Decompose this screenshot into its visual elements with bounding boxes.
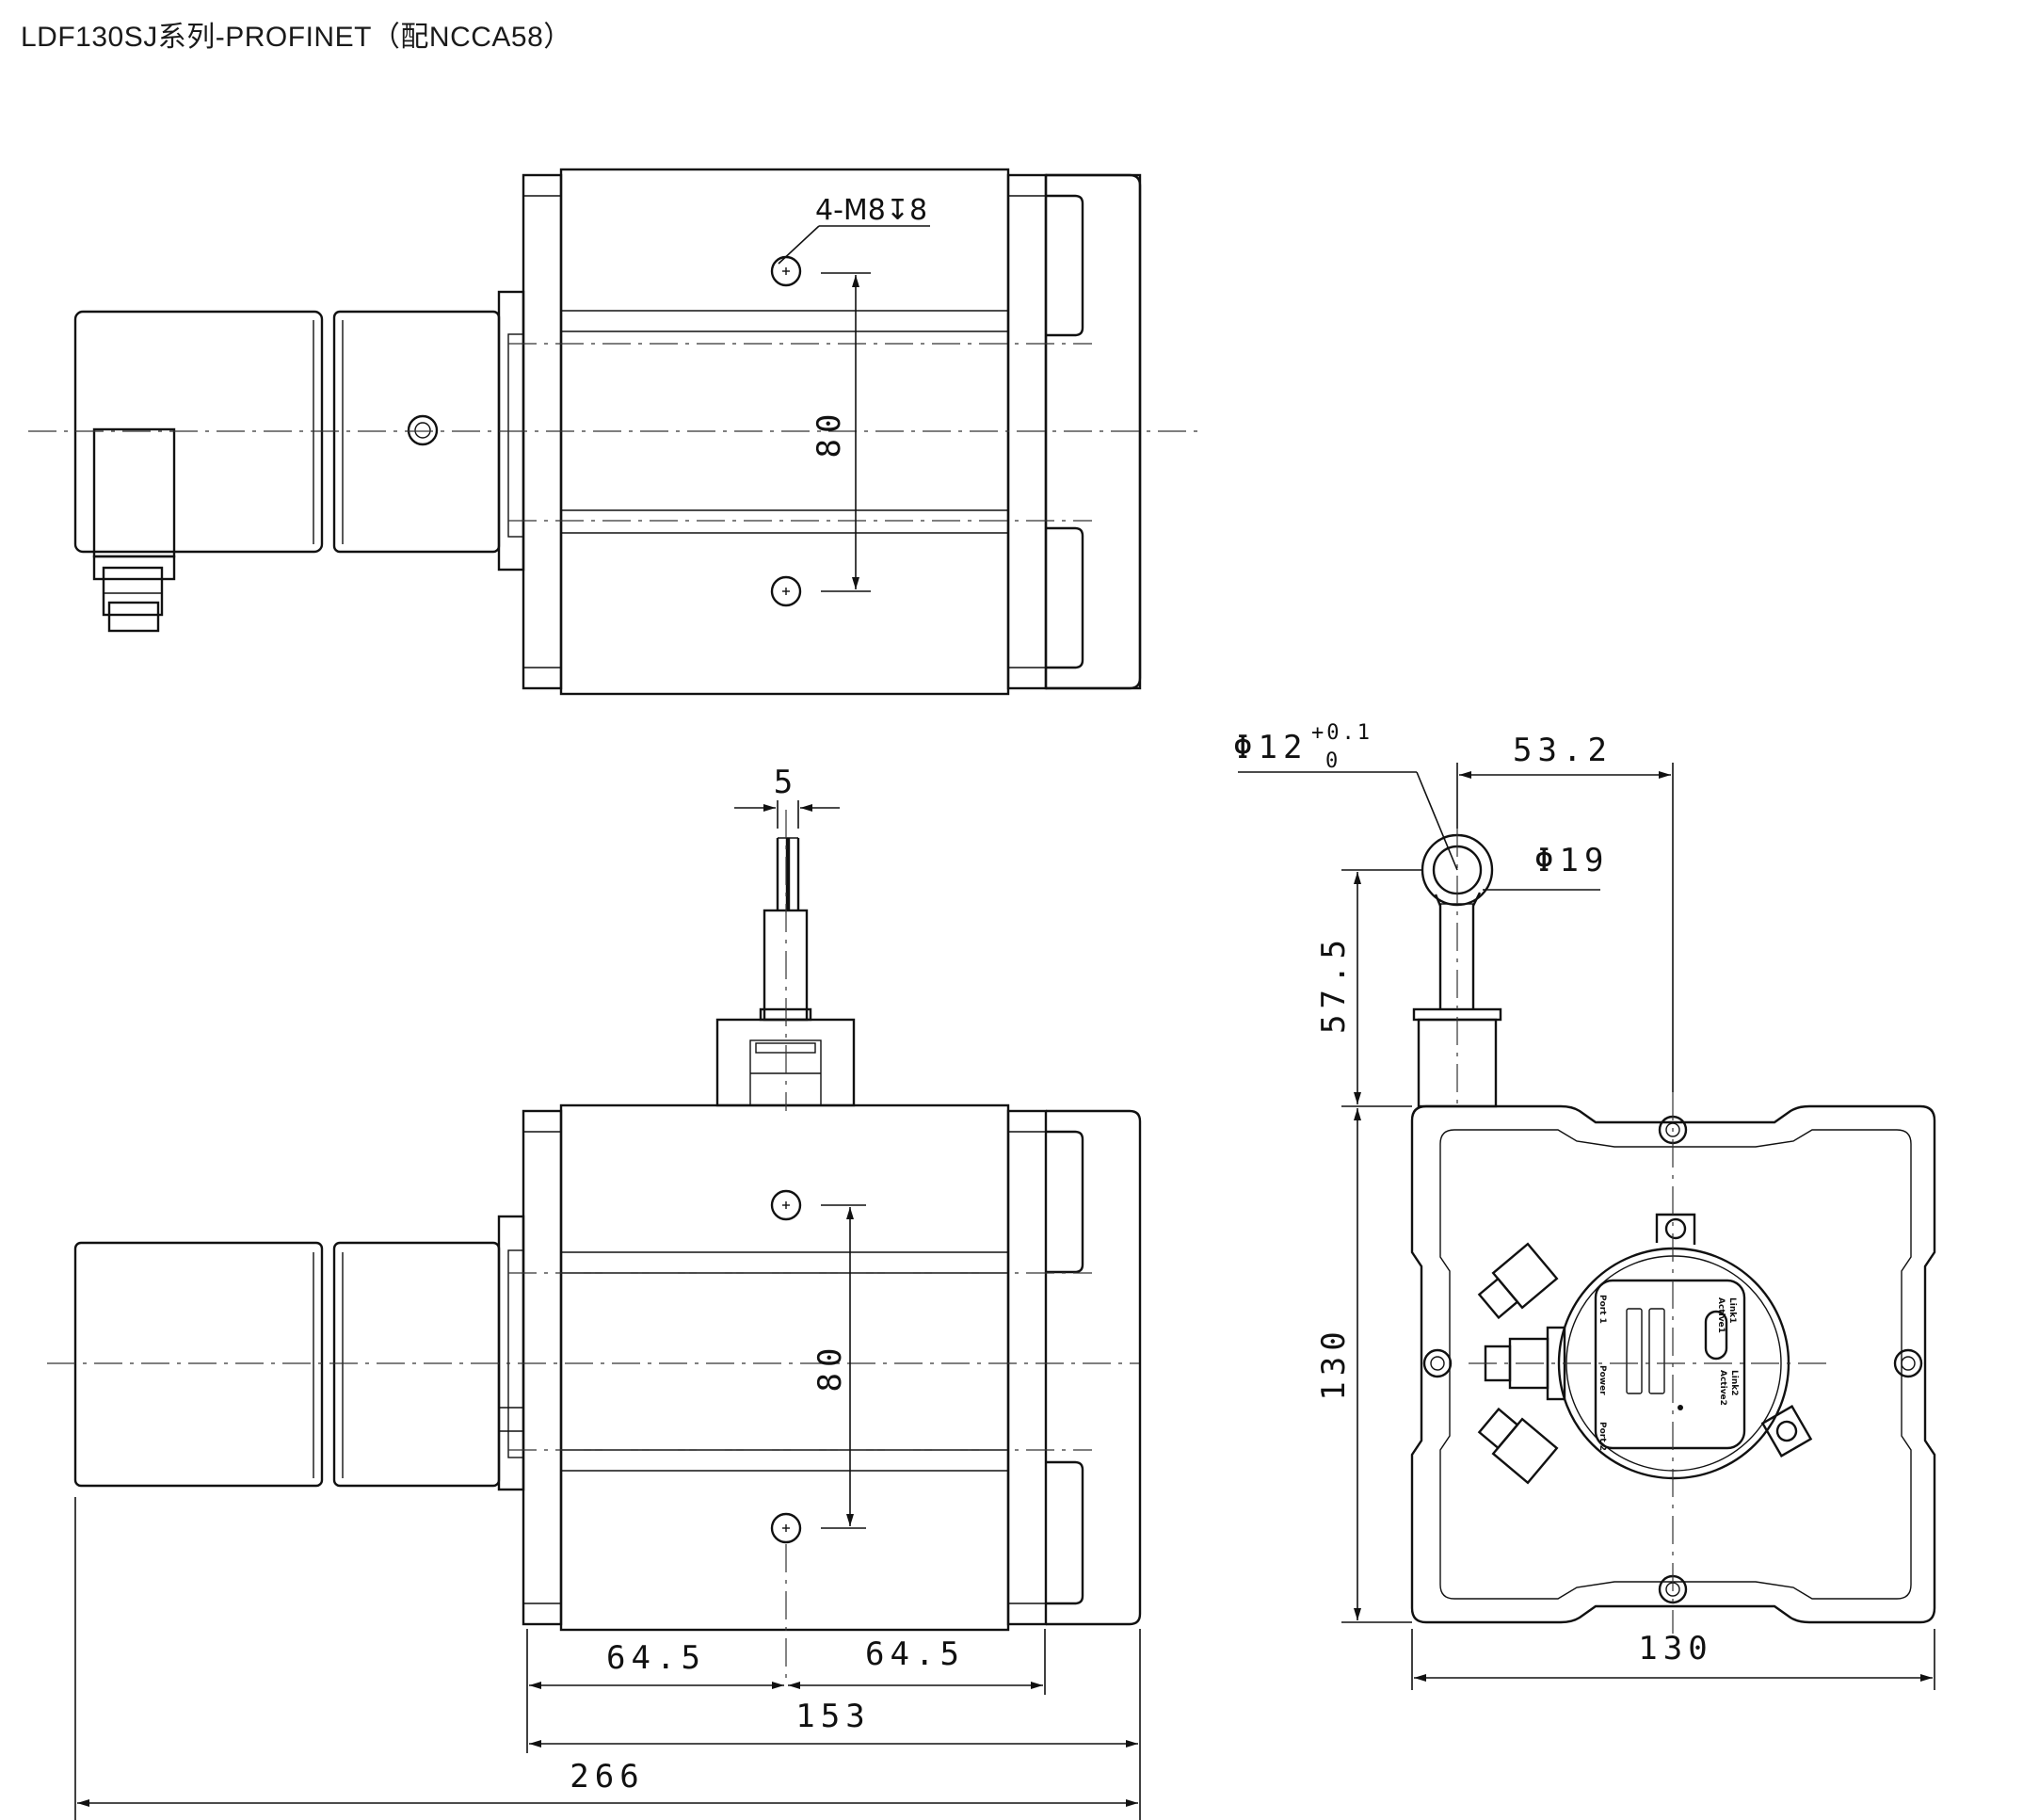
- hole-tol-lower-label: 0: [1325, 749, 1341, 773]
- hole-offset-label: 53.2: [1513, 732, 1613, 769]
- cable-width-label: 5: [774, 764, 798, 801]
- label-active1: Active1: [1716, 1297, 1726, 1333]
- side-height-label: 130: [1315, 1326, 1353, 1400]
- left-half-label: 64.5: [606, 1639, 706, 1677]
- hole-diameter-label: Φ12: [1233, 729, 1308, 766]
- label-link1: Link1: [1727, 1297, 1737, 1323]
- label-link2: Link2: [1729, 1370, 1739, 1395]
- side-view: Port 1 Power Port 2 Link1 Active1 Link2 …: [1233, 721, 1936, 1690]
- top-view: 80 4-M8↧8: [28, 168, 1205, 696]
- right-half-label: 64.5: [865, 1635, 965, 1673]
- front-spacing-label: 80: [811, 1343, 849, 1393]
- label-power: Power: [1597, 1365, 1607, 1395]
- label-port2: Port 2: [1597, 1422, 1607, 1451]
- top-spacing-label: 80: [811, 409, 848, 459]
- drawing-title: LDF130SJ系列-PROFINET（配NCCA58）: [21, 22, 572, 53]
- side-width-label: 130: [1638, 1630, 1712, 1667]
- label-port1: Port 1: [1597, 1295, 1607, 1324]
- hole-callout-label: 4-M8↧8: [815, 194, 927, 227]
- overall-length-label: 266: [570, 1758, 644, 1796]
- front-view: 80 5 64.5 64.5 153 266: [47, 764, 1142, 1820]
- cable-exit-height-label: 57.5: [1315, 934, 1353, 1034]
- label-active2: Active2: [1718, 1370, 1727, 1406]
- body-length-label: 153: [795, 1698, 870, 1735]
- hole-tol-upper-label: +0.1: [1311, 721, 1373, 745]
- ring-diameter-label: Φ19: [1534, 842, 1609, 879]
